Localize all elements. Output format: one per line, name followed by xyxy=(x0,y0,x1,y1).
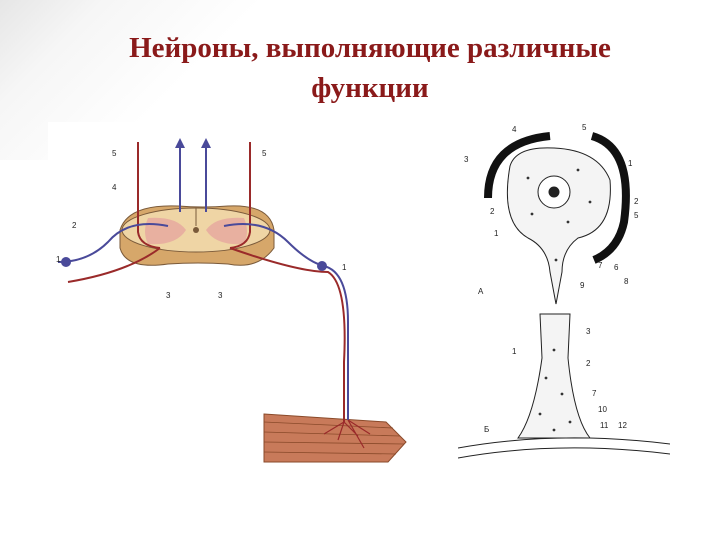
label: 7 xyxy=(592,389,597,398)
title-line-2: функции xyxy=(90,68,650,108)
label: 1 xyxy=(628,159,633,168)
label: 5 xyxy=(262,149,267,158)
label: 4 xyxy=(112,183,117,192)
label: 1 xyxy=(494,229,499,238)
label: 5 xyxy=(634,211,639,220)
label: 4 xyxy=(512,125,517,134)
slide-title: Нейроны, выполняющие различные функции xyxy=(90,28,650,108)
label: 7 xyxy=(598,261,603,270)
label: 2 xyxy=(72,221,77,230)
label: 5 xyxy=(112,149,117,158)
label: 3 xyxy=(218,291,223,300)
label: 12 xyxy=(618,421,627,430)
title-line-1: Нейроны, выполняющие различные xyxy=(90,28,650,68)
label: 3 xyxy=(166,291,171,300)
label: 2 xyxy=(634,197,639,206)
label: 2 xyxy=(586,359,591,368)
label: А xyxy=(478,287,484,296)
neuron-histology-diagram: 4 5 3 1 2 2 5 1 6 7 8 А 9 3 1 2 7 10 11 … xyxy=(458,118,670,476)
label: 3 xyxy=(586,327,591,336)
label: 2 xyxy=(490,207,495,216)
label: Б xyxy=(484,425,489,434)
label: 11 xyxy=(600,421,609,430)
label: 5 xyxy=(582,123,587,132)
label: 1 xyxy=(512,347,517,356)
label: 1 xyxy=(342,263,347,272)
label: 10 xyxy=(598,405,607,414)
reflex-arc-diagram: 5 5 4 2 1 1 3 3 xyxy=(48,122,416,476)
label: 3 xyxy=(464,155,469,164)
label: 8 xyxy=(624,277,629,286)
label: 9 xyxy=(580,281,585,290)
label: 6 xyxy=(614,263,619,272)
label: 1 xyxy=(56,255,61,264)
